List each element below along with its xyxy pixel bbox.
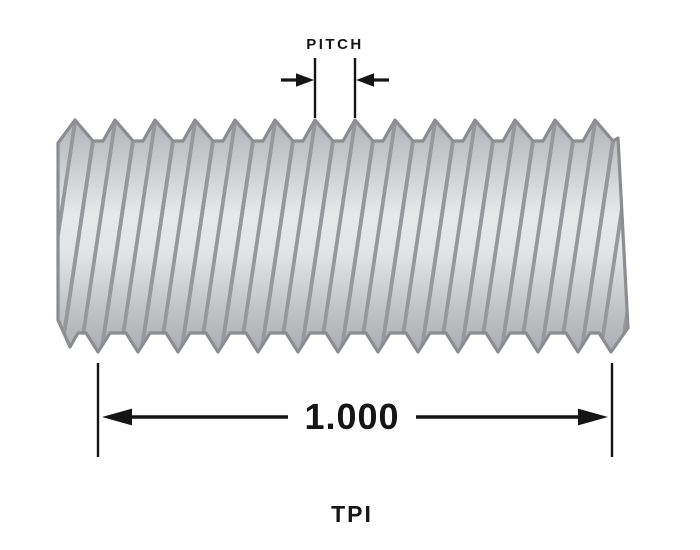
dimension-value: 1.000 xyxy=(304,396,399,437)
thread-flank-line xyxy=(459,139,495,352)
threaded-rod xyxy=(21,118,630,354)
thread-flank-line xyxy=(259,139,295,352)
thread-flank-line xyxy=(299,139,335,352)
thread-flank-line xyxy=(158,120,197,352)
thread-flank-line xyxy=(118,120,157,352)
pitch-annotation: PITCH xyxy=(281,36,389,118)
thread-flank-line xyxy=(58,120,77,352)
thread-flank-line xyxy=(59,139,95,352)
rod-body xyxy=(58,120,628,352)
thread-flank-line xyxy=(558,120,597,352)
thread-flank-line xyxy=(398,120,437,352)
thread-lines xyxy=(21,120,628,352)
thread-flank-line xyxy=(579,139,615,352)
thread-flank-line xyxy=(318,120,357,352)
thread-flank-line xyxy=(219,139,255,352)
thread-flank-line xyxy=(339,139,375,352)
thread-flank-line xyxy=(358,120,397,352)
thread-flank-line xyxy=(21,141,53,352)
thread-flank-line xyxy=(419,139,455,352)
thread-flank-line xyxy=(198,120,237,352)
rod-outline xyxy=(56,118,630,354)
thread-flank-line xyxy=(78,120,117,352)
thread-flank-line xyxy=(278,120,317,352)
thread-flank-line xyxy=(539,139,575,352)
thread-flank-line xyxy=(99,139,135,352)
thread-flank-line xyxy=(438,120,477,352)
tpi-label: TPI xyxy=(331,501,373,527)
pitch-arrowhead-right-pointing-icon xyxy=(296,73,314,87)
thread-flank-line xyxy=(179,139,215,352)
thread-flank-line xyxy=(518,120,557,352)
thread-flank-line xyxy=(499,139,535,352)
thread-flank-line xyxy=(139,139,175,352)
pitch-arrowhead-left-pointing-icon xyxy=(356,73,374,87)
thread-flank-line xyxy=(379,139,415,352)
dimension-arrowhead-left-icon xyxy=(102,408,132,426)
thread-flank-line xyxy=(598,120,628,352)
thread-flank-line xyxy=(478,120,517,352)
thread-flank-line xyxy=(238,120,277,352)
dimension-annotation: 1.000 xyxy=(96,363,614,457)
thread-flank-line xyxy=(21,141,53,352)
pitch-label: PITCH xyxy=(306,36,364,53)
dimension-arrowhead-right-icon xyxy=(578,408,608,426)
